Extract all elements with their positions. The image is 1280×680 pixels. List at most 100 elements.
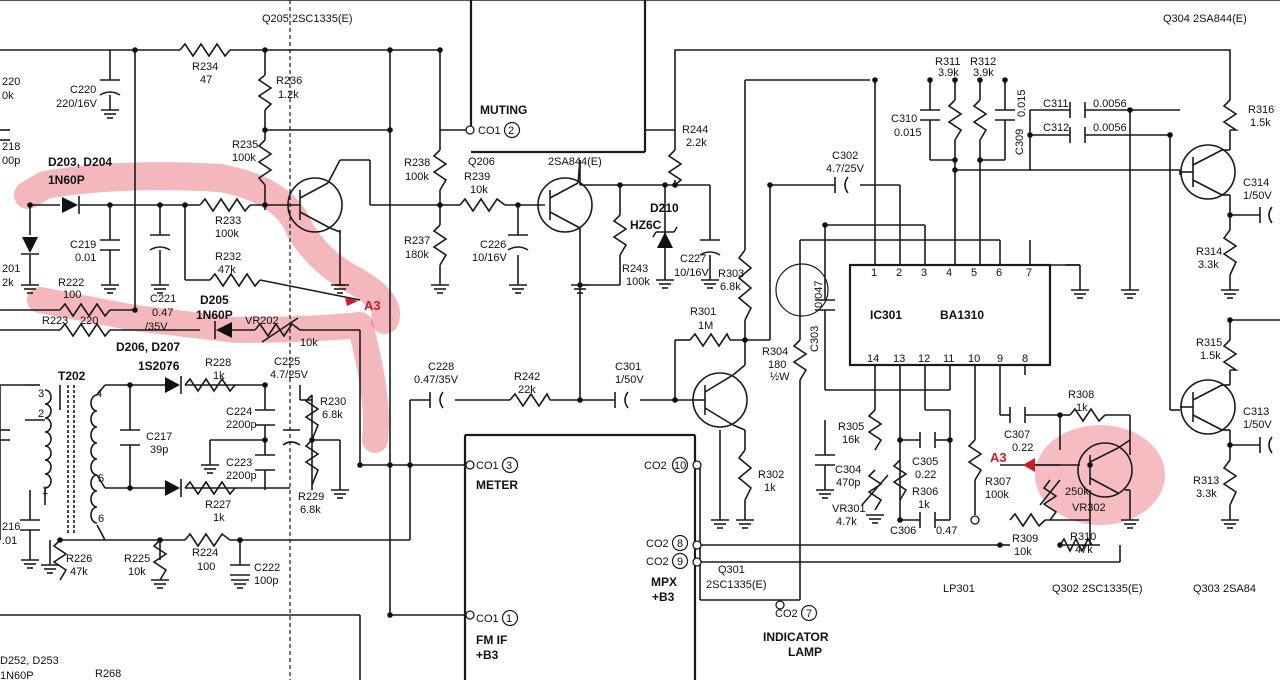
junction-dot xyxy=(1127,107,1133,113)
transistor-q304 xyxy=(1180,144,1236,200)
svg-text:0.47: 0.47 xyxy=(936,525,957,537)
svg-text:C312: C312 xyxy=(1043,122,1069,134)
svg-text:C228: C228 xyxy=(428,361,454,373)
svg-text:1k: 1k xyxy=(918,499,930,511)
svg-text:100: 100 xyxy=(197,561,215,573)
svg-text:C309: C309 xyxy=(1014,129,1026,155)
junction-dot xyxy=(127,485,133,491)
svg-text:4.7k: 4.7k xyxy=(836,516,857,528)
svg-text:C306: C306 xyxy=(890,525,916,537)
svg-text:R302: R302 xyxy=(758,469,784,481)
svg-text:R243: R243 xyxy=(622,263,648,275)
edge-c216-value: .01 xyxy=(2,535,17,547)
junction-dot xyxy=(437,202,443,208)
ground-icon xyxy=(816,489,834,499)
junction-dot xyxy=(1227,212,1233,218)
highlight-detector-path xyxy=(14,162,400,334)
ground-icon xyxy=(656,279,674,289)
co1-3-label: CO1 xyxy=(476,460,499,472)
transistor-q205 xyxy=(287,159,343,233)
q303-label: Q303 2SA84 xyxy=(1193,583,1256,595)
junction-dot xyxy=(262,47,268,53)
svg-text:2200p: 2200p xyxy=(226,470,257,482)
ground-icon xyxy=(231,579,249,589)
q301-label: Q301 xyxy=(718,564,745,576)
junction-dot xyxy=(1057,412,1063,418)
co2-9-num: 9 xyxy=(677,556,683,568)
edge-r268: R268 xyxy=(95,668,121,680)
svg-text:C225: C225 xyxy=(274,356,300,368)
junction-dot xyxy=(897,517,903,523)
junction-dot xyxy=(515,202,521,208)
junction-dot xyxy=(132,307,138,313)
junction-dot xyxy=(662,182,668,188)
svg-text:R301: R301 xyxy=(690,306,716,318)
svg-text:1/50V: 1/50V xyxy=(1243,190,1272,202)
svg-text:R222: R222 xyxy=(58,277,84,289)
q302-label: Q302 2SC1335(E) xyxy=(1052,583,1143,595)
junction-dot xyxy=(617,182,623,188)
edge-r220-value: 0k xyxy=(2,90,14,102)
svg-text:47k: 47k xyxy=(1075,544,1093,556)
t202-pin2: 2 xyxy=(38,408,44,420)
svg-text:R316: R316 xyxy=(1248,104,1274,116)
svg-text:220: 220 xyxy=(80,315,98,327)
svg-text:C310: C310 xyxy=(891,113,917,125)
junction-dot xyxy=(262,127,268,133)
co1-1-num: 1 xyxy=(506,613,512,625)
junction-dot xyxy=(952,157,958,163)
svg-text:5: 5 xyxy=(971,267,977,279)
svg-text:470p: 470p xyxy=(836,477,860,489)
mpx-label: MPX xyxy=(651,575,677,589)
junction-dot xyxy=(952,167,958,173)
svg-text:C222: C222 xyxy=(254,562,280,574)
co2-10-num: 10 xyxy=(674,460,686,472)
svg-text:R233: R233 xyxy=(215,215,241,227)
t202-pin6: 6 xyxy=(98,513,104,525)
svg-text:R230: R230 xyxy=(320,396,346,408)
svg-text:4.7/25V: 4.7/25V xyxy=(270,369,309,381)
variable-resistors xyxy=(261,317,1061,506)
ground-icon xyxy=(21,284,39,294)
svg-text:R307: R307 xyxy=(985,476,1011,488)
edge-r220: 220 xyxy=(2,76,20,88)
left-rail-wiring xyxy=(0,49,695,680)
junction-dot xyxy=(107,202,113,208)
junction-dot xyxy=(309,437,315,443)
svg-text:1/50V: 1/50V xyxy=(1243,419,1272,431)
svg-text:C313: C313 xyxy=(1243,406,1269,418)
svg-text:R306: R306 xyxy=(912,486,938,498)
svg-text:C311: C311 xyxy=(1043,98,1068,110)
junction-dots xyxy=(27,47,1233,618)
svg-text:1.5k: 1.5k xyxy=(1200,350,1221,362)
svg-text:1k: 1k xyxy=(1076,402,1088,414)
t202-pin4: 4 xyxy=(96,388,102,400)
svg-text:R238: R238 xyxy=(404,157,430,169)
junction-dot xyxy=(157,537,163,543)
svg-text:9: 9 xyxy=(997,353,1003,365)
junction-dot xyxy=(872,77,878,83)
labels: Q205 2SC1335(E) Q206 2SA844(E) Q304 2SA8… xyxy=(0,13,1256,680)
svg-text:R228: R228 xyxy=(205,357,231,369)
co2-8-label: CO2 xyxy=(646,538,669,550)
svg-text:12: 12 xyxy=(918,353,930,365)
ground-icon xyxy=(151,579,169,589)
d203-value: 1N60P xyxy=(48,173,85,187)
svg-text:13: 13 xyxy=(893,353,905,365)
edge-c218-value: 00p xyxy=(2,155,20,167)
svg-text:10k: 10k xyxy=(300,337,318,349)
svg-text:R229: R229 xyxy=(298,491,324,503)
svg-text:VR202: VR202 xyxy=(245,315,279,327)
transformer-t202 xyxy=(25,384,106,541)
svg-text:VR301: VR301 xyxy=(832,503,866,515)
meter-label: METER xyxy=(476,478,518,492)
fm-if-b3: +B3 xyxy=(476,648,499,662)
svg-text:180k: 180k xyxy=(405,249,429,261)
ground-icon xyxy=(101,109,119,119)
junction-dot xyxy=(822,222,828,228)
connector-number-circles xyxy=(501,121,818,627)
svg-text:0.0056: 0.0056 xyxy=(1093,122,1127,134)
svg-text:R244: R244 xyxy=(682,124,708,136)
lp301-label: LP301 xyxy=(943,583,975,595)
svg-text:6.8k: 6.8k xyxy=(720,281,741,293)
